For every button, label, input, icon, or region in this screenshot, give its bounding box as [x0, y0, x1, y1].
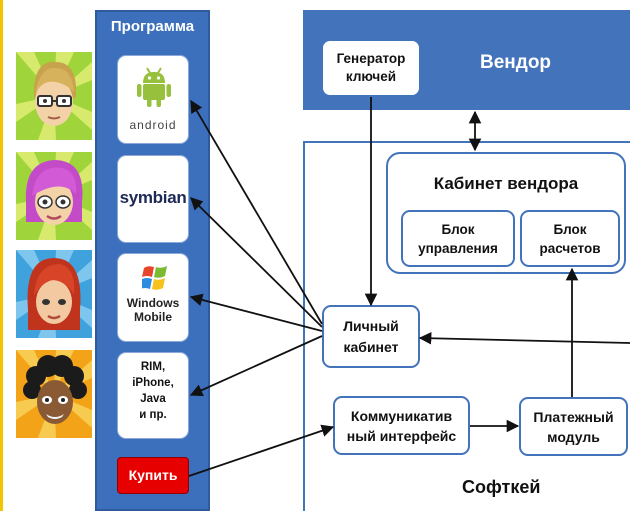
- other-platforms-line3: Java: [140, 393, 166, 405]
- payment-module-box: Платежный модуль: [519, 397, 628, 456]
- windows-logo-icon: [142, 266, 167, 290]
- personal-cabinet-line1: Личный: [343, 317, 399, 334]
- windows-mobile-label-line2: Mobile: [134, 310, 172, 324]
- comm-interface-box: Коммуникатив ный интерфейс: [333, 396, 470, 455]
- key-generator-line2: ключей: [345, 69, 397, 84]
- platform-card-windows-mobile[interactable]: Windows Mobile: [117, 253, 189, 342]
- control-block-box: Блок управления: [401, 210, 515, 267]
- payments-block-box: Блок расчетов: [520, 210, 620, 267]
- platform-card-other[interactable]: RIM, iPhone, Java и пр.: [117, 352, 189, 439]
- platform-card-symbian[interactable]: symbian: [117, 155, 189, 243]
- key-generator-line1: Генератор: [336, 51, 406, 66]
- vendor-label: Вендор: [480, 52, 552, 73]
- program-panel-title: Программа: [110, 18, 195, 35]
- vendor-cabinet-title: Кабинет вендора: [433, 174, 579, 193]
- key-generator-box: Генератор ключей: [321, 39, 421, 97]
- android-label: android: [129, 118, 177, 132]
- windows-mobile-label: Windows Mobile: [118, 296, 188, 324]
- personal-cabinet-line2: кабинет: [343, 338, 399, 355]
- avatar-red-hair-girl: [16, 250, 92, 338]
- payments-block-line1: Блок: [553, 221, 587, 237]
- payments-block-line2: расчетов: [539, 240, 601, 256]
- control-block-line2: управления: [418, 240, 498, 256]
- payment-module-line1: Платежный: [533, 408, 614, 425]
- control-block-line1: Блок: [441, 221, 475, 237]
- other-platforms-label: RIM, iPhone, Java и пр.: [118, 359, 188, 423]
- platform-card-android[interactable]: android: [117, 55, 189, 144]
- comm-interface-line2: ный интерфейс: [346, 427, 457, 444]
- avatar-purple-hair-girl: [16, 152, 92, 240]
- yellow-accent-line: [0, 0, 3, 511]
- symbian-label: symbian: [119, 188, 187, 207]
- payment-module-line2: модуль: [547, 428, 600, 445]
- avatar-glasses-boy: [16, 52, 92, 140]
- personal-cabinet-box: Личный кабинет: [322, 305, 420, 368]
- buy-button[interactable]: Купить: [117, 457, 189, 494]
- android-robot-icon: [137, 67, 171, 107]
- avatar-curly-hair-man: [16, 350, 92, 438]
- other-platforms-line1: RIM,: [140, 361, 166, 373]
- windows-mobile-label-line1: Windows: [126, 296, 180, 310]
- other-platforms-line4: и пр.: [139, 409, 167, 421]
- other-platforms-line2: iPhone,: [132, 377, 174, 389]
- comm-interface-line1: Коммуникатив: [350, 407, 453, 424]
- softkey-label: Софткей: [462, 477, 541, 497]
